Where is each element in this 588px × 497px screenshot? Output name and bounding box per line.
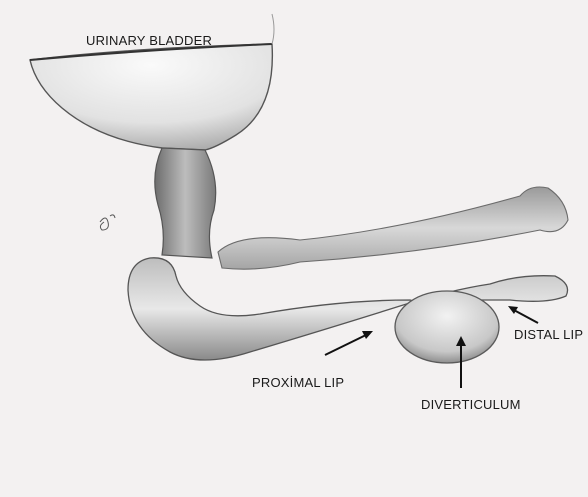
bladder-neck-shape	[155, 148, 216, 258]
arrow-distal-lip	[508, 306, 538, 323]
scribble-mark	[100, 215, 115, 230]
proximal-lip-label: PROXİMAL LIP	[252, 375, 344, 390]
diverticulum-label: DIVERTICULUM	[421, 397, 521, 412]
upper-tube-shape	[218, 187, 568, 269]
distal-lip-label: DISTAL LIP	[514, 327, 583, 342]
bladder-shape	[30, 44, 272, 150]
diverticulum-shape	[395, 291, 499, 363]
bladder-label: URINARY BLADDER	[86, 33, 212, 48]
arrow-proximal-lip	[325, 331, 373, 355]
